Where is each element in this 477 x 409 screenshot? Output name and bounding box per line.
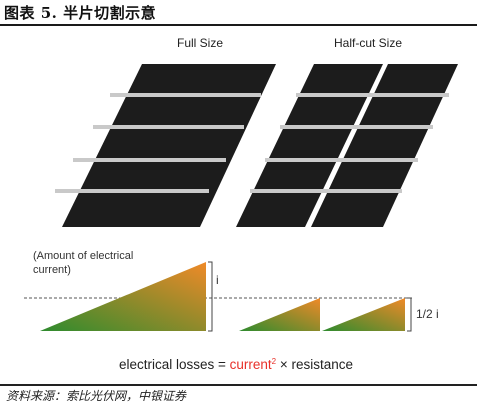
half-cut-panel xyxy=(236,64,458,227)
figure-source: 资料来源：索比光伏网，中银证券 xyxy=(6,389,187,403)
half-panel-left xyxy=(236,64,383,227)
figure-title: 图表 5. 半片切割示意 xyxy=(4,4,157,22)
formula-suffix: × resistance xyxy=(276,357,353,372)
full-current-triangle xyxy=(40,262,206,331)
current-label-line1: (Amount of electrical xyxy=(33,250,133,262)
title-rule xyxy=(0,24,477,26)
half-current-triangle-2 xyxy=(322,298,405,331)
full-panel-body xyxy=(62,64,276,227)
half-current-triangle-1 xyxy=(239,298,320,331)
full-size-label: Full Size xyxy=(177,36,223,50)
formula-prefix: electrical losses = xyxy=(119,357,230,372)
source-rule xyxy=(0,384,477,386)
full-current-bracket xyxy=(208,261,213,332)
current-label-line2: current) xyxy=(33,264,71,276)
half-size-label: Half-cut Size xyxy=(334,36,402,50)
half-current-bracket xyxy=(407,297,412,332)
half-panel-right xyxy=(311,64,458,227)
formula-current-word: current xyxy=(230,357,272,372)
loss-formula: electrical losses = current2 × resistanc… xyxy=(119,357,353,372)
formula-superscript: 2 xyxy=(272,357,277,366)
half-current-marker: 1/2 i xyxy=(416,307,439,321)
full-size-panel xyxy=(55,64,276,227)
full-current-marker: i xyxy=(216,273,219,287)
